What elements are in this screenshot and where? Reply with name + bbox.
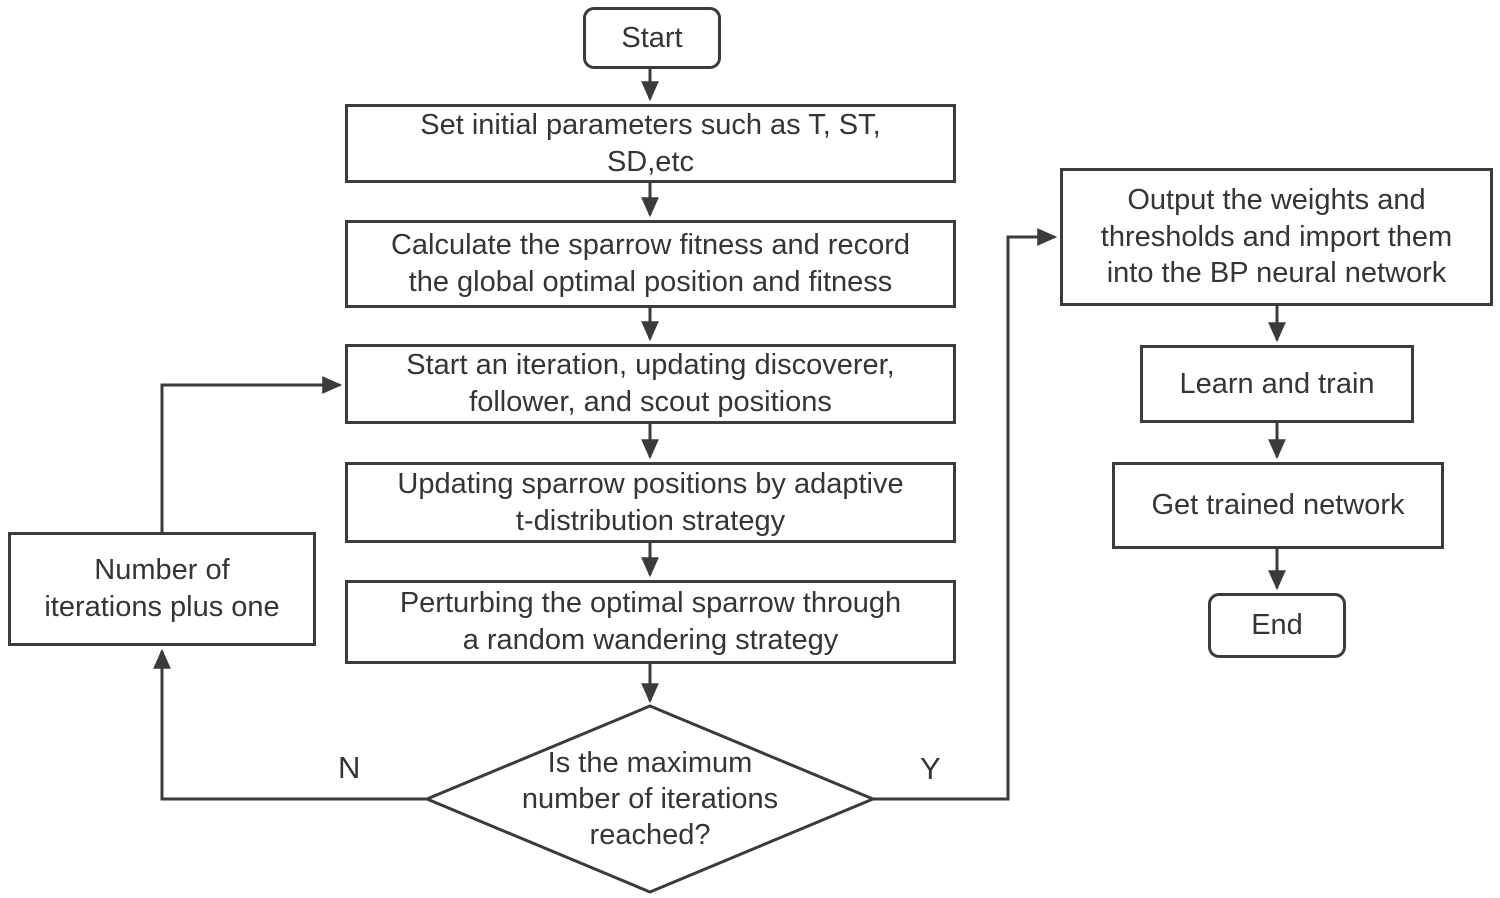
node-set-initial-parameters-label: Set initial parameters such as T, ST, SD…	[420, 108, 881, 178]
node-perturbing-sparrow: Perturbing the optimal sparrow through a…	[345, 580, 956, 664]
node-get-trained-network: Get trained network	[1112, 462, 1444, 549]
node-calculate-fitness-label: Calculate the sparrow fitness and record…	[390, 229, 911, 298]
node-start-iteration: Start an iteration, updating discoverer,…	[345, 344, 956, 424]
node-end: End	[1208, 593, 1346, 658]
node-calculate-fitness: Calculate the sparrow fitness and record…	[345, 220, 956, 308]
node-start: Start	[583, 7, 721, 69]
branch-label-yes: Y	[920, 751, 941, 786]
node-decision-label: Is the maximum number of iterations reac…	[521, 747, 779, 851]
node-set-initial-parameters: Set initial parameters such as T, ST, SD…	[345, 104, 956, 183]
edge-decision-no-to-iterplus	[153, 648, 427, 801]
node-output-weights-label: Output the weights and thresholds and im…	[1100, 184, 1453, 290]
node-decision-max-iterations: Is the maximum number of iterations reac…	[495, 744, 805, 856]
branch-label-no: N	[338, 750, 361, 785]
node-iterations-plus-one-label: Number of iterations plus one	[44, 554, 280, 623]
node-updating-positions-label: Updating sparrow positions by adaptive t…	[397, 467, 904, 537]
node-learn-and-train: Learn and train	[1140, 345, 1414, 423]
node-start-label: Start	[621, 21, 683, 54]
node-learn-and-train-label: Learn and train	[1179, 367, 1375, 400]
node-start-iteration-label: Start an iteration, updating discoverer,…	[406, 349, 895, 418]
node-updating-positions: Updating sparrow positions by adaptive t…	[345, 462, 956, 543]
node-perturbing-sparrow-label: Perturbing the optimal sparrow through a…	[399, 587, 902, 656]
edge-decision-yes-to-output	[873, 228, 1058, 801]
node-iterations-plus-one: Number of iterations plus one	[8, 532, 316, 646]
node-output-weights: Output the weights and thresholds and im…	[1060, 168, 1493, 306]
node-end-label: End	[1251, 609, 1303, 642]
decision-diamond	[423, 704, 877, 894]
node-get-trained-network-label: Get trained network	[1151, 489, 1405, 522]
edge-iterplus-to-iteration	[160, 376, 343, 532]
